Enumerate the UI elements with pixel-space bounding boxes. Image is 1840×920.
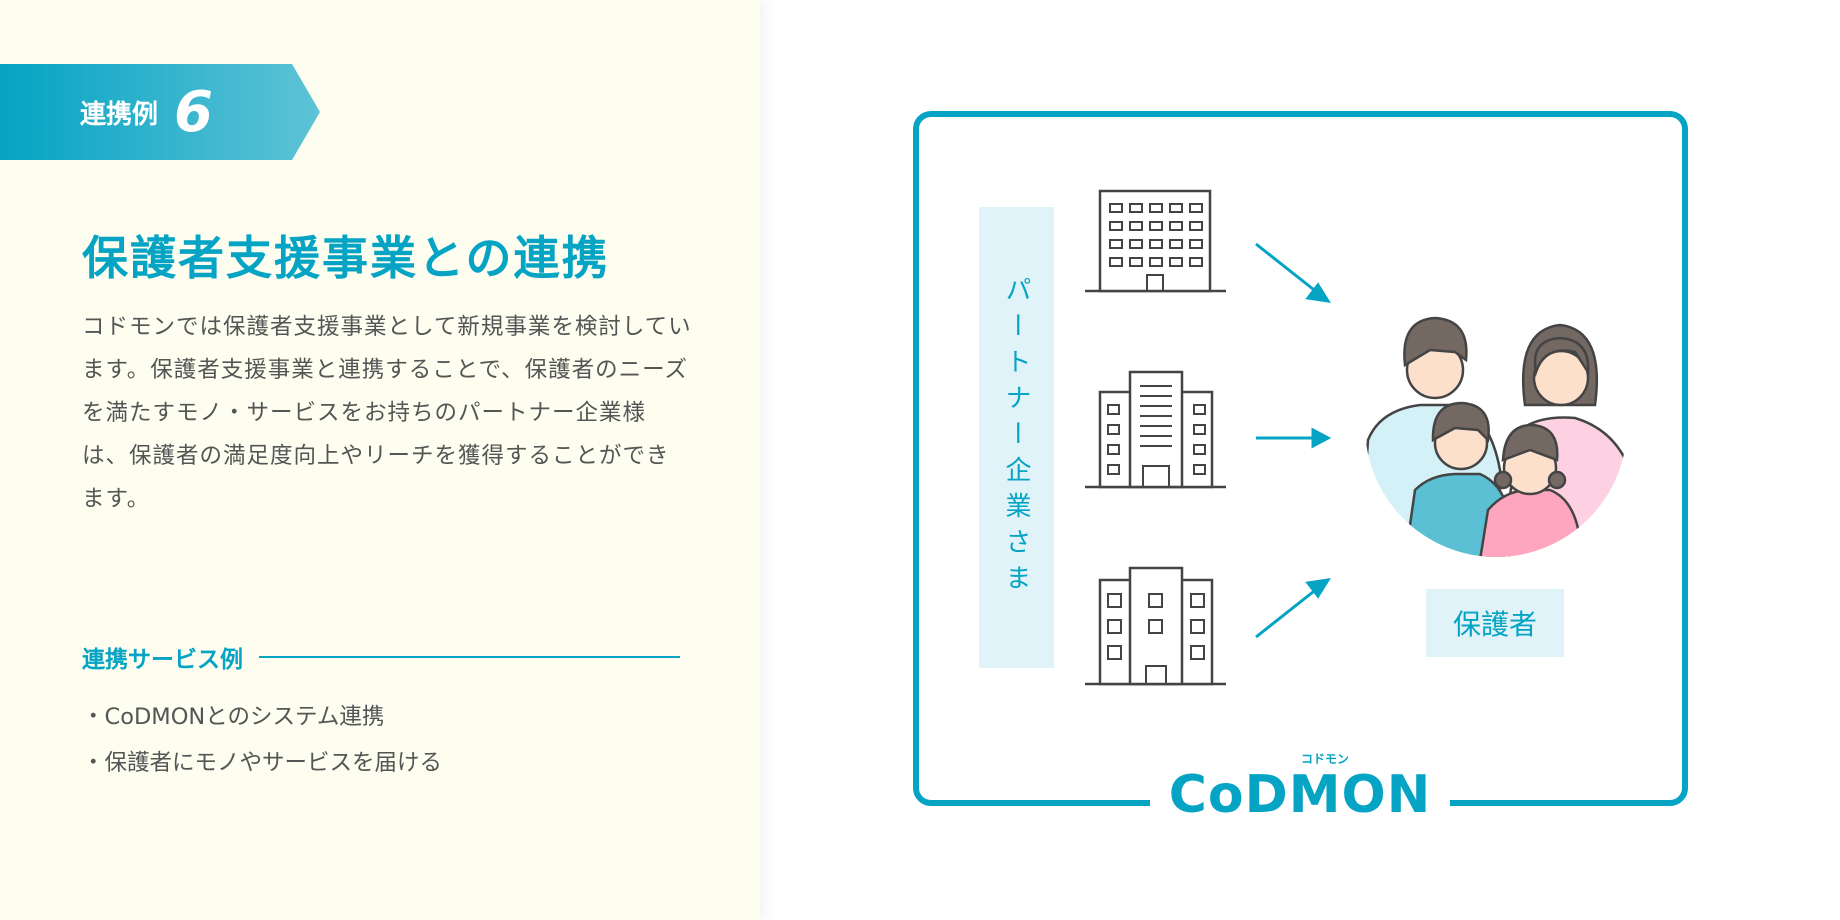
logo-kana: コドモン <box>1300 752 1349 766</box>
parent-label: 保護者 <box>1426 589 1564 657</box>
family-illustration <box>1365 295 1627 557</box>
services-heading: 連携サービス例 <box>82 640 680 674</box>
badge-number: 6 <box>174 79 213 145</box>
left-panel: 連携例 6 保護者支援事業との連携 コドモンでは保護者支援事業として新規事業を検… <box>0 0 760 920</box>
logo-text: CoDMON <box>1168 765 1432 825</box>
services-list: ・CoDMONとのシステム連携 ・保護者にモノやサービスを届ける <box>82 694 442 786</box>
badge-label: 連携例 <box>80 99 159 130</box>
partner-label: パートナー企業さま <box>979 207 1054 668</box>
building-icon <box>1085 370 1226 489</box>
codmon-logo: コドモン CoDMON <box>1169 752 1431 824</box>
building-icon <box>1085 189 1226 293</box>
services-heading-text: 連携サービス例 <box>82 647 243 673</box>
example-badge: 連携例 6 <box>0 64 320 160</box>
list-item: ・保護者にモノやサービスを届ける <box>82 750 443 776</box>
arrow-icon <box>1255 242 1332 639</box>
list-item: ・CoDMONとのシステム連携 <box>82 704 385 730</box>
page-title: 保護者支援事業との連携 <box>82 231 610 285</box>
divider <box>259 656 680 658</box>
frame-gap <box>1150 790 1450 820</box>
building-icon <box>1085 566 1226 686</box>
description: コドモンでは保護者支援事業として新規事業を検討しています。保護者支援事業と連携す… <box>82 314 692 512</box>
